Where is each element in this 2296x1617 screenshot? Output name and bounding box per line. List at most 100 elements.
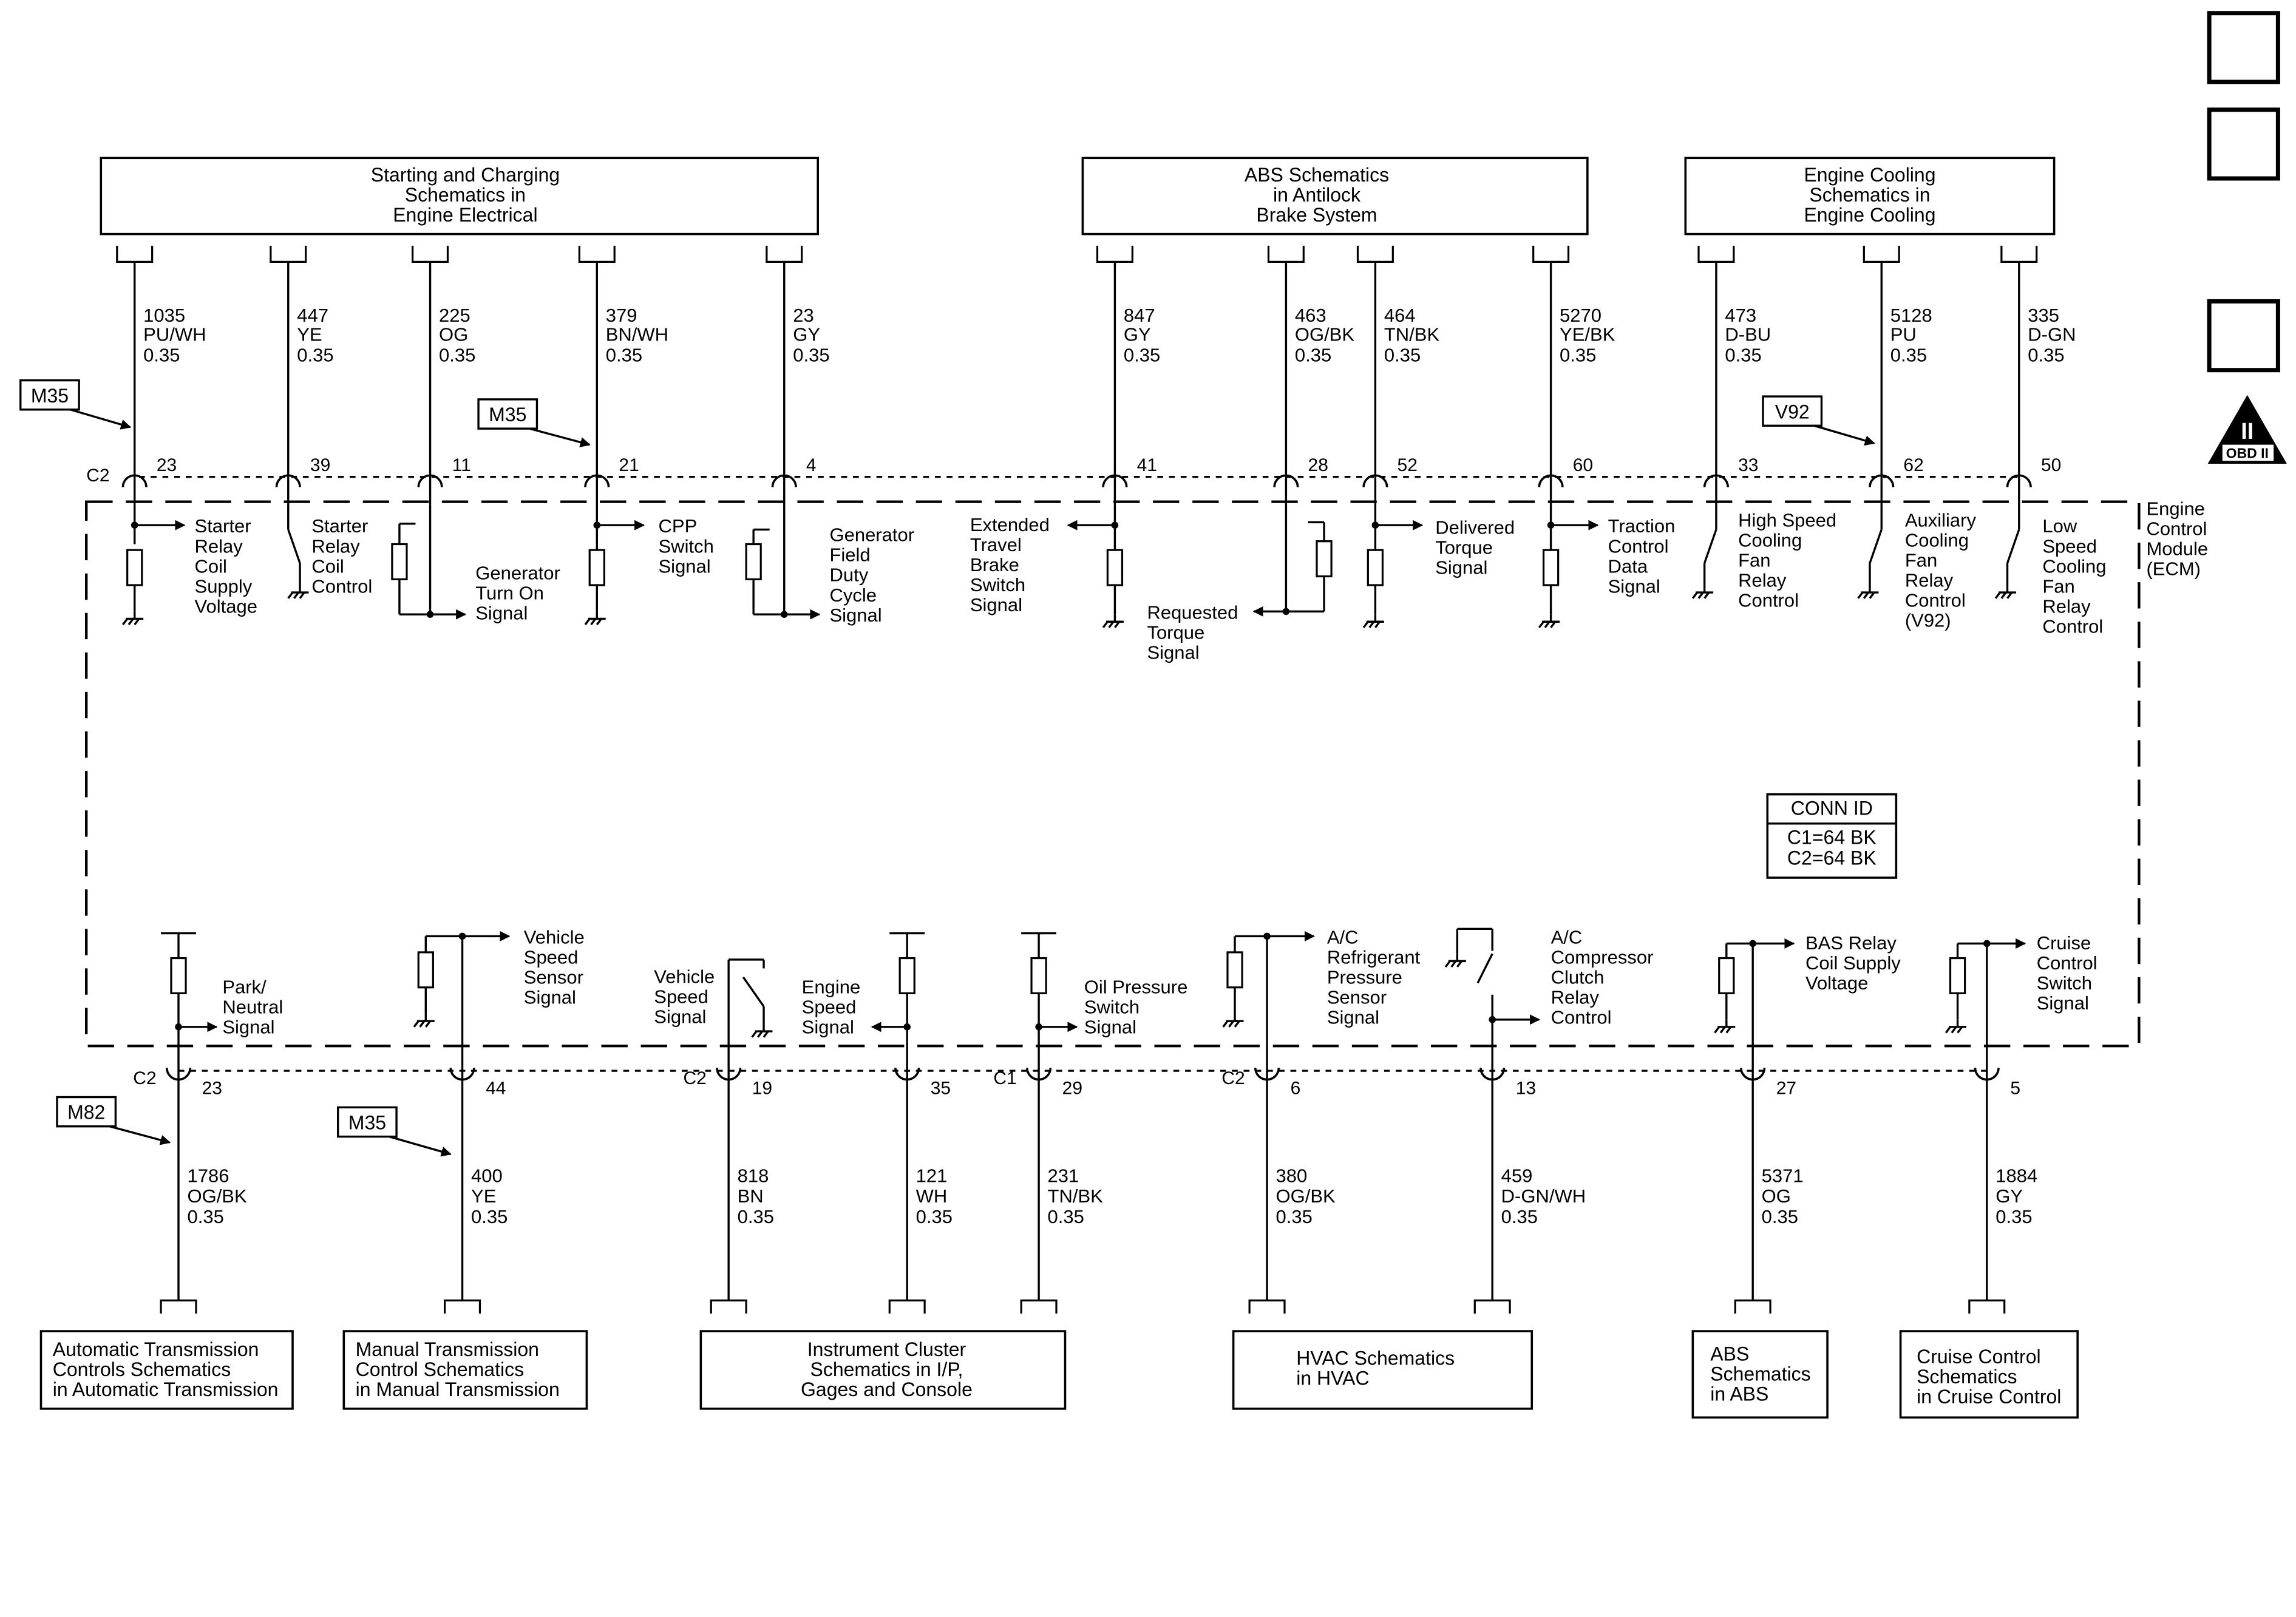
pin-cup	[449, 1068, 475, 1081]
option-tag-arrow	[1813, 424, 1875, 446]
wire-size: 0.35	[1048, 1206, 1084, 1227]
text-line: Switch	[659, 535, 714, 557]
top-circuit-60	[1532, 245, 1570, 505]
pin-cup	[1362, 474, 1388, 487]
wire-size: 0.35	[1762, 1206, 1798, 1227]
text-line: Controls Schematics	[53, 1358, 231, 1380]
text-line: Signal	[970, 594, 1022, 615]
text-line: ABS Schematics	[1245, 164, 1389, 186]
wire-color: YE	[297, 324, 322, 345]
wire-circuit-number: 447	[297, 305, 328, 326]
text-line: Low	[2042, 515, 2077, 537]
terminal-symbol	[1532, 245, 1570, 263]
text-line: Signal	[829, 605, 881, 626]
bottom-component-box-6	[1899, 1330, 2079, 1419]
text-line: Vehicle	[524, 926, 585, 947]
connector-id: C2	[1221, 1068, 1245, 1088]
text-line: Signal	[475, 602, 528, 623]
text-line: Pressure	[1327, 966, 1402, 988]
wire-color: WH	[916, 1185, 948, 1207]
pin-number: 44	[486, 1079, 506, 1099]
wire-circuit-number: 5128	[1890, 305, 1932, 326]
top-circuit-62	[1863, 245, 1900, 505]
option-tag-arrow	[529, 427, 591, 447]
text-line: in Manual Transmission	[356, 1378, 560, 1400]
obd-mark: II	[2241, 419, 2254, 444]
bottom-circuit-27	[1734, 1041, 1771, 1314]
text-line: in Cruise Control	[1917, 1386, 2061, 1408]
text-line: Speed	[654, 986, 708, 1008]
text-line: Field	[829, 544, 870, 566]
text-line: Switch	[970, 574, 1025, 595]
wire-circuit-number: 1035	[143, 305, 185, 326]
text-line: Relay	[1738, 570, 1787, 591]
ground-symbol	[1444, 960, 1451, 968]
ground-symbol	[1222, 1020, 1229, 1028]
text-line: Supply	[195, 575, 253, 597]
pin-number: 19	[752, 1079, 772, 1099]
back-button-frame[interactable]	[2207, 299, 2280, 373]
bottom-circuit-29	[1020, 1041, 1058, 1314]
text-line: (V92)	[1905, 610, 1951, 631]
loc-button-frame[interactable]	[2207, 11, 2280, 84]
resistor-symbol	[1542, 549, 1560, 586]
ground-symbol	[584, 618, 591, 626]
pin-number: 13	[1516, 1079, 1536, 1099]
option-tag-box	[19, 379, 80, 411]
text-line: Signal	[2037, 992, 2089, 1014]
wire-circuit-number: 400	[471, 1165, 503, 1186]
wire-size: 0.35	[1995, 1206, 2032, 1227]
text-line: Control Schematics	[356, 1358, 524, 1380]
option-tag-label: V92	[1775, 401, 1810, 422]
text-line: BAS Relay	[1805, 932, 1897, 954]
text-line: Brake	[970, 554, 1019, 575]
bottom-circuit-44	[444, 1041, 481, 1314]
pin-cup	[121, 474, 148, 487]
wire-color: OG/BK	[1295, 324, 1355, 345]
top-circuit-52	[1356, 245, 1394, 505]
ground-symbol	[1114, 621, 1121, 628]
wire-size: 0.35	[1560, 344, 1596, 365]
ground-symbol	[1368, 621, 1375, 628]
wire-size: 0.35	[1124, 344, 1160, 365]
text-line: Control	[1608, 535, 1669, 557]
text-line: Signal	[222, 1016, 274, 1037]
text-line: Engine	[2146, 498, 2205, 519]
text-line: Delivered	[1435, 517, 1515, 538]
pin-number: 35	[931, 1079, 951, 1099]
text-line: Manual Transmission	[356, 1338, 539, 1360]
connector-id: C1	[993, 1068, 1016, 1088]
text-line: Starter	[195, 515, 251, 537]
text-line: Schematics	[1710, 1363, 1810, 1385]
text-line: Cooling	[2042, 555, 2106, 577]
wire-circuit-number: 1786	[187, 1165, 229, 1186]
terminal-symbol	[1968, 1299, 2006, 1314]
pin-number: 6	[1291, 1079, 1301, 1099]
ground-symbol	[1714, 1026, 1720, 1034]
top-component-box-1	[100, 157, 819, 236]
text-line: Speed	[2042, 535, 2097, 557]
ground-symbol	[1550, 621, 1557, 628]
pin-number: 4	[806, 455, 817, 475]
resistor-symbol	[417, 951, 434, 989]
wire-size: 0.35	[471, 1206, 508, 1227]
bottom-circuit-13	[1473, 1041, 1511, 1314]
conn-id-box	[1766, 793, 1898, 879]
terminal-symbol	[1248, 1299, 1286, 1314]
wire-circuit-number: 231	[1048, 1165, 1079, 1186]
ground-symbol	[1957, 1026, 1963, 1034]
text-line: Brake System	[1256, 204, 1377, 226]
ground-symbol	[1544, 621, 1550, 628]
terminal-symbol	[766, 245, 803, 263]
resistor-symbol	[1718, 957, 1735, 994]
desc-button-frame[interactable]	[2207, 107, 2280, 181]
